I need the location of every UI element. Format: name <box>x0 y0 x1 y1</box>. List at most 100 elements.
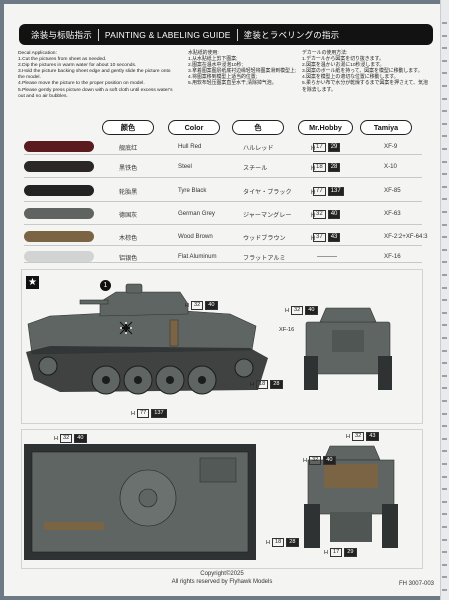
binding-mark <box>442 337 447 339</box>
binding-mark <box>442 72 447 75</box>
callout-h: H <box>285 307 290 314</box>
callout-code-alt: 29 <box>344 548 357 557</box>
mrhobby-number-alt: 40 <box>327 210 341 219</box>
binding-mark <box>442 22 447 24</box>
binding-mark <box>442 450 447 453</box>
instruction-line: 4.Please move the picture to the proper … <box>18 81 145 87</box>
mrhobby-number: 77 <box>313 187 326 196</box>
instruction-line: 水贴纸的使用: <box>188 51 219 56</box>
illustration-panel-top <box>21 269 423 424</box>
instructions-en: Decal Application: 1.Cut the pictures fr… <box>18 51 173 100</box>
binding-mark <box>442 576 447 579</box>
mrhobby-number-alt: 43 <box>327 233 341 242</box>
callout-code: 77 <box>137 409 150 418</box>
tank-front-view <box>304 307 392 390</box>
instruction-line: 1.デカールから図案を切り抜きます。 <box>302 57 384 63</box>
instruction-line: the model. <box>18 75 41 81</box>
binding-mark <box>442 400 447 402</box>
binding-mark <box>442 211 447 213</box>
binding-mark <box>442 526 447 528</box>
instruction-line: 2.図案を温かいお湯に10秒浸します。 <box>302 63 385 69</box>
color-name-cn: 舰底红 <box>119 145 138 152</box>
instruction-line: out and no air bubbles. <box>18 93 68 99</box>
tank-rear-view <box>304 445 398 548</box>
instruction-line: 1.从水贴纸上剪下图案; <box>188 57 238 63</box>
binding-mark <box>442 261 447 264</box>
binding-mark <box>442 236 447 239</box>
mrhobby-number-alt: 29 <box>327 143 341 152</box>
binding-mark <box>442 563 447 566</box>
binding-mark <box>442 589 447 591</box>
mrhobby-prefix: H <box>311 166 316 172</box>
binding-mark <box>442 47 447 50</box>
binding-mark <box>442 286 447 289</box>
mrhobby-number: 17 <box>313 143 326 152</box>
tamiya-code: XF-16 <box>384 253 401 260</box>
binding-mark <box>442 412 447 415</box>
tamiya-code: XF-85 <box>384 187 401 194</box>
instruction-line: 4.図案を模型上の適切な位置に移動します。 <box>302 75 399 81</box>
color-name-cn: 黑铁色 <box>119 165 138 172</box>
binding-mark <box>442 34 447 37</box>
header-divider <box>97 28 99 41</box>
binding-mark <box>442 425 447 428</box>
callout-code-alt: 28 <box>270 380 283 389</box>
instruction-line: を除去します。 <box>302 87 336 93</box>
row-divider <box>24 262 422 263</box>
instruction-line: 4.将图案移到模型上适当的位置; <box>188 75 258 81</box>
callout-code-alt: 40 <box>305 306 318 315</box>
binding-mark <box>442 248 447 251</box>
color-swatch <box>24 251 94 262</box>
instruction-line: デカールの使用方法: <box>302 51 348 56</box>
callout-h: H <box>346 433 351 440</box>
tank-top-view <box>24 444 256 560</box>
callout-code-alt: 137 <box>151 409 167 418</box>
callout-code: 32 <box>291 306 304 315</box>
mrhobby-number: 37 <box>313 233 326 242</box>
column-header-mrhobby: Mr.Hobby <box>298 120 353 135</box>
tank-side-view <box>26 283 268 395</box>
star-icon: ★ <box>26 276 39 289</box>
header-divider <box>236 28 238 41</box>
binding-mark <box>442 324 447 327</box>
color-name-cn: 德国灰 <box>119 212 138 219</box>
binding-mark <box>442 198 447 201</box>
callout-h: H <box>250 381 255 388</box>
color-name-cn: 木棕色 <box>119 235 138 242</box>
instruction-line: 5.Please gently press picture down with … <box>18 87 173 93</box>
row-divider <box>24 177 422 178</box>
color-swatch <box>24 208 94 219</box>
color-name-jp: スチール <box>243 165 268 172</box>
instruction-line: 5.柔らかい布で水分が乾燥するまで図案を押さえて、気泡 <box>302 81 428 87</box>
part-number: FH 3007-003 <box>398 581 434 587</box>
binding-mark <box>442 362 447 365</box>
callout-h: H <box>185 302 190 309</box>
callout-h: H <box>54 435 59 442</box>
binding-mark <box>442 160 447 163</box>
paint-callout-xf: XF-16 <box>279 327 295 333</box>
callout-code-alt: 43 <box>366 432 379 441</box>
header-title-jp: 塗装とラベリングの指示 <box>243 29 340 40</box>
color-name-jp: ジャーマングレー <box>243 212 292 219</box>
instruction-line: 2.Dip the pictures in warm water for abo… <box>18 63 137 69</box>
mrhobby-number: 32 <box>313 210 326 219</box>
binding-mark <box>442 437 447 440</box>
instruction-line: 3.Hold the picture backing sheet edge an… <box>18 69 171 75</box>
binding-mark <box>442 488 447 491</box>
callout-code-alt: 40 <box>205 301 218 310</box>
